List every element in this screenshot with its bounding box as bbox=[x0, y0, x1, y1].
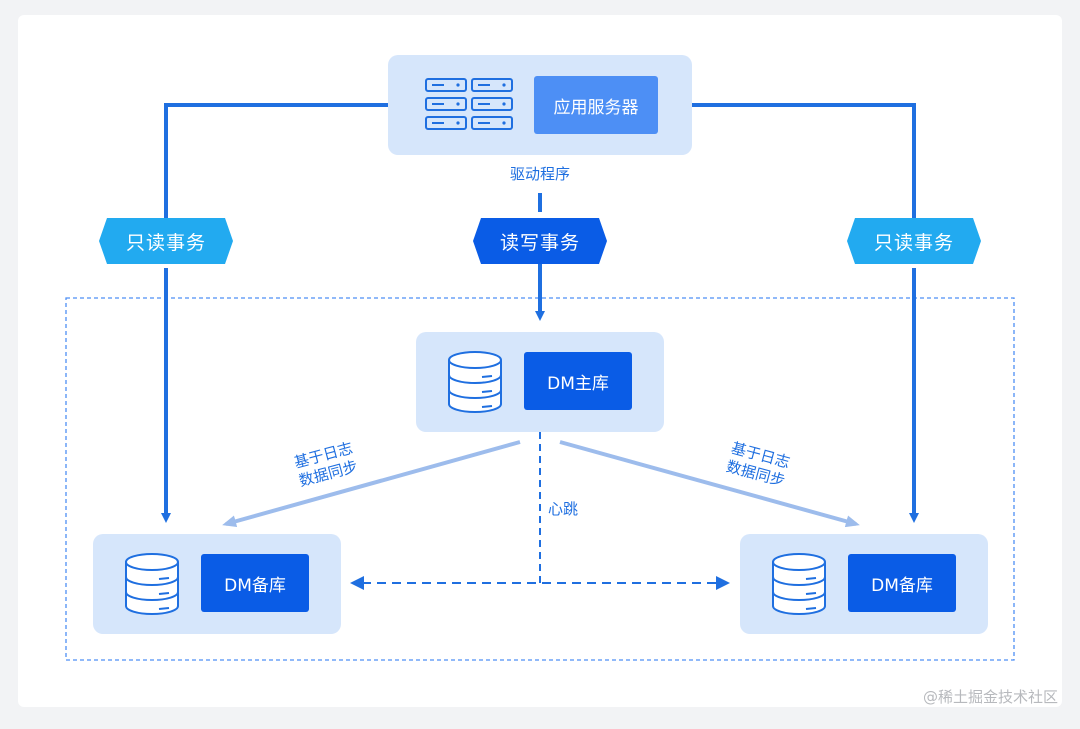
ribbon-shape bbox=[847, 218, 981, 264]
heartbeat-right-arrowhead bbox=[716, 576, 730, 590]
read-only-left-ribbon: 只读事务 bbox=[99, 218, 233, 264]
app-server-node: 应用服务器 bbox=[388, 55, 692, 155]
log-sync-right-arrow bbox=[559, 440, 860, 528]
dm-standby-left-label: DM备库 bbox=[201, 554, 309, 612]
read-only-left-line-upper bbox=[164, 103, 388, 218]
database-icon bbox=[772, 553, 826, 615]
read-only-left-text: 只读事务 bbox=[125, 231, 206, 254]
dm-cluster-boundary bbox=[65, 297, 1015, 661]
dm-standby-right-node: DM备库 bbox=[740, 534, 988, 634]
read-write-text: 读写事务 bbox=[499, 231, 580, 254]
database-icon bbox=[125, 553, 179, 615]
ribbon-shape bbox=[473, 218, 607, 264]
heartbeat-label: 心跳 bbox=[548, 500, 579, 518]
app-server-label: 应用服务器 bbox=[534, 76, 658, 134]
dm-standby-left-node: DM备库 bbox=[93, 534, 341, 634]
log-sync-left-arrow bbox=[222, 440, 521, 528]
ribbon-shape bbox=[99, 218, 233, 264]
read-only-right-ribbon: 只读事务 bbox=[847, 218, 981, 264]
dm-primary-label: DM主库 bbox=[524, 352, 632, 410]
read-only-right-text: 只读事务 bbox=[873, 231, 954, 254]
read-write-ribbon: 读写事务 bbox=[473, 218, 607, 264]
dm-standby-right-label: DM备库 bbox=[848, 554, 956, 612]
watermark: @稀土掘金技术社区 bbox=[922, 688, 1058, 706]
server-rack-icon bbox=[425, 78, 513, 130]
heartbeat-left-arrowhead bbox=[350, 576, 364, 590]
database-icon bbox=[448, 351, 502, 413]
dm-primary-node: DM主库 bbox=[416, 332, 664, 432]
driver-label: 驱动程序 bbox=[509, 165, 570, 183]
read-only-right-line-upper bbox=[692, 103, 916, 218]
